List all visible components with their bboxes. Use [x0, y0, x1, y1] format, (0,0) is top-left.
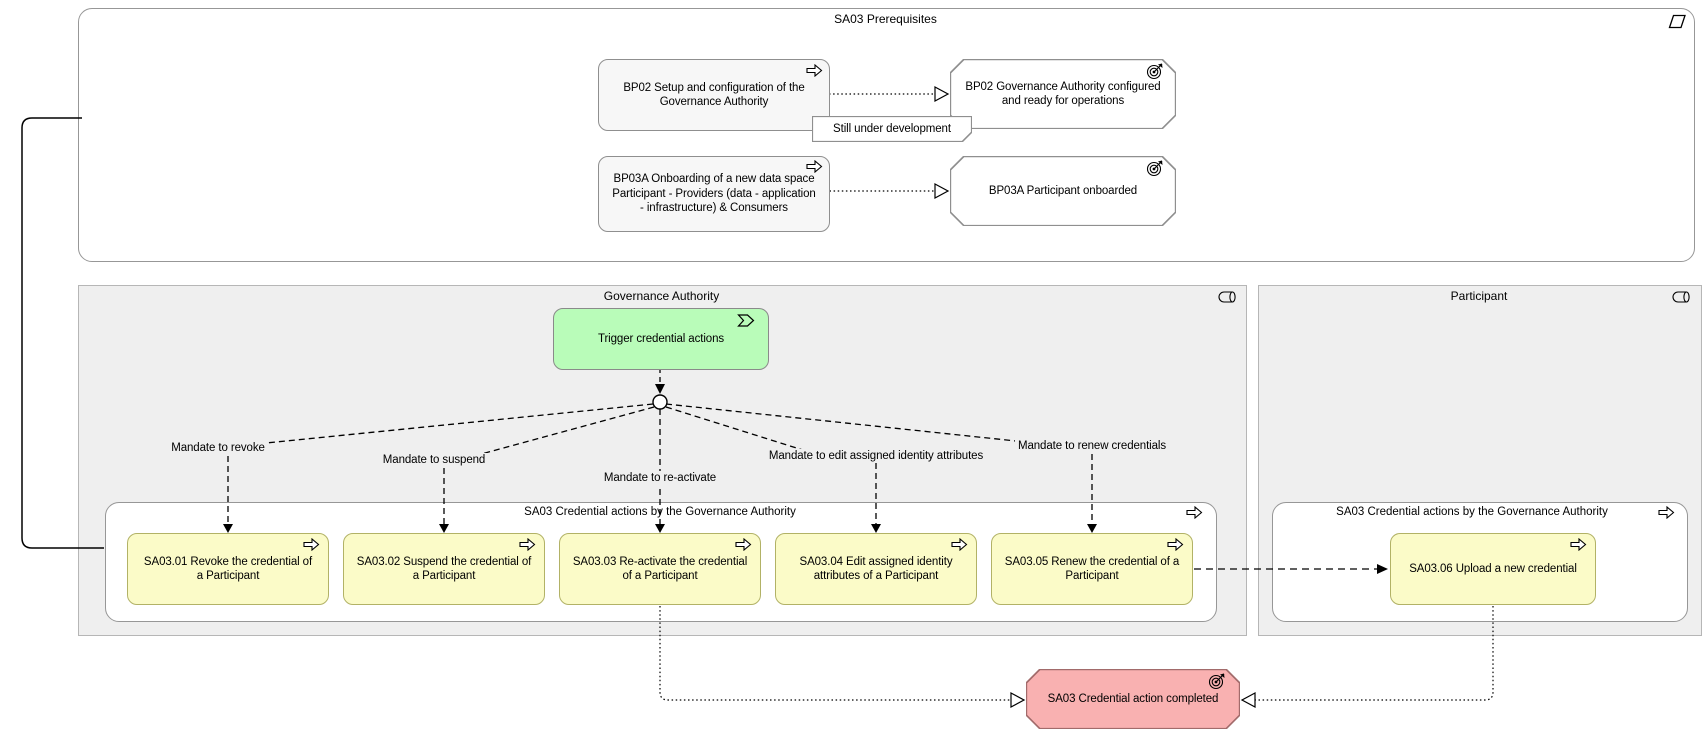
prerequisites-title: SA03 Prerequisites: [834, 12, 937, 26]
process-bp02: BP02 Setup and configuration of the Gove…: [598, 59, 830, 131]
process-bp03a: BP03A Onboarding of a new data space Par…: [598, 156, 830, 232]
process-icon: [1570, 538, 1587, 551]
action-sa03-06: SA03.06 Upload a new credential: [1390, 533, 1596, 605]
outcome-sa03-completed: SA03 Credential action completed: [1026, 669, 1240, 729]
process-icon: [1167, 538, 1184, 551]
governance-authority-title: Governance Authority: [603, 289, 720, 303]
process-icon: [806, 160, 823, 173]
outcome-icon: [1208, 673, 1225, 690]
action-sa03-01: SA03.01 Revoke the credential of a Parti…: [127, 533, 329, 605]
mandate-label: Mandate to revoke: [168, 441, 268, 456]
process-icon: [303, 538, 320, 551]
participant-actions-container-title: SA03 Credential actions by the Governanc…: [1336, 506, 1608, 518]
role-icon: [1218, 291, 1236, 303]
action-sa03-04: SA03.04 Edit assigned identity attribute…: [775, 533, 977, 605]
action-sa03-02: SA03.02 Suspend the credential of a Part…: [343, 533, 545, 605]
mandate-label: Mandate to suspend: [379, 453, 489, 468]
parallelogram-icon: [1668, 14, 1686, 29]
outcome-bp02: BP02 Governance Authority configured and…: [950, 59, 1176, 129]
role-icon: [1672, 291, 1690, 303]
process-icon: [951, 538, 968, 551]
event-icon: [737, 314, 755, 327]
process-icon: [806, 64, 823, 77]
process-icon: [1186, 506, 1203, 519]
note-still-under-development: Still under development: [812, 116, 972, 142]
process-icon: [735, 538, 752, 551]
ga-actions-container-title: SA03 Credential actions by the Governanc…: [524, 506, 796, 518]
mandate-label: Mandate to edit assigned identity attrib…: [765, 449, 987, 464]
mandate-label: Mandate to re-activate: [600, 471, 720, 486]
action-sa03-03: SA03.03 Re-activate the credential of a …: [559, 533, 761, 605]
outcome-bp03a: BP03A Participant onboarded: [950, 156, 1176, 226]
mandate-label: Mandate to renew credentials: [1014, 439, 1170, 454]
process-icon: [1658, 506, 1675, 519]
outcome-icon: [1146, 160, 1163, 177]
action-sa03-05: SA03.05 Renew the credential of a Partic…: [991, 533, 1193, 605]
process-icon: [519, 538, 536, 551]
event-trigger-credential-actions: Trigger credential actions: [553, 308, 769, 370]
participant-title: Participant: [1450, 289, 1508, 303]
outcome-icon: [1146, 63, 1163, 80]
